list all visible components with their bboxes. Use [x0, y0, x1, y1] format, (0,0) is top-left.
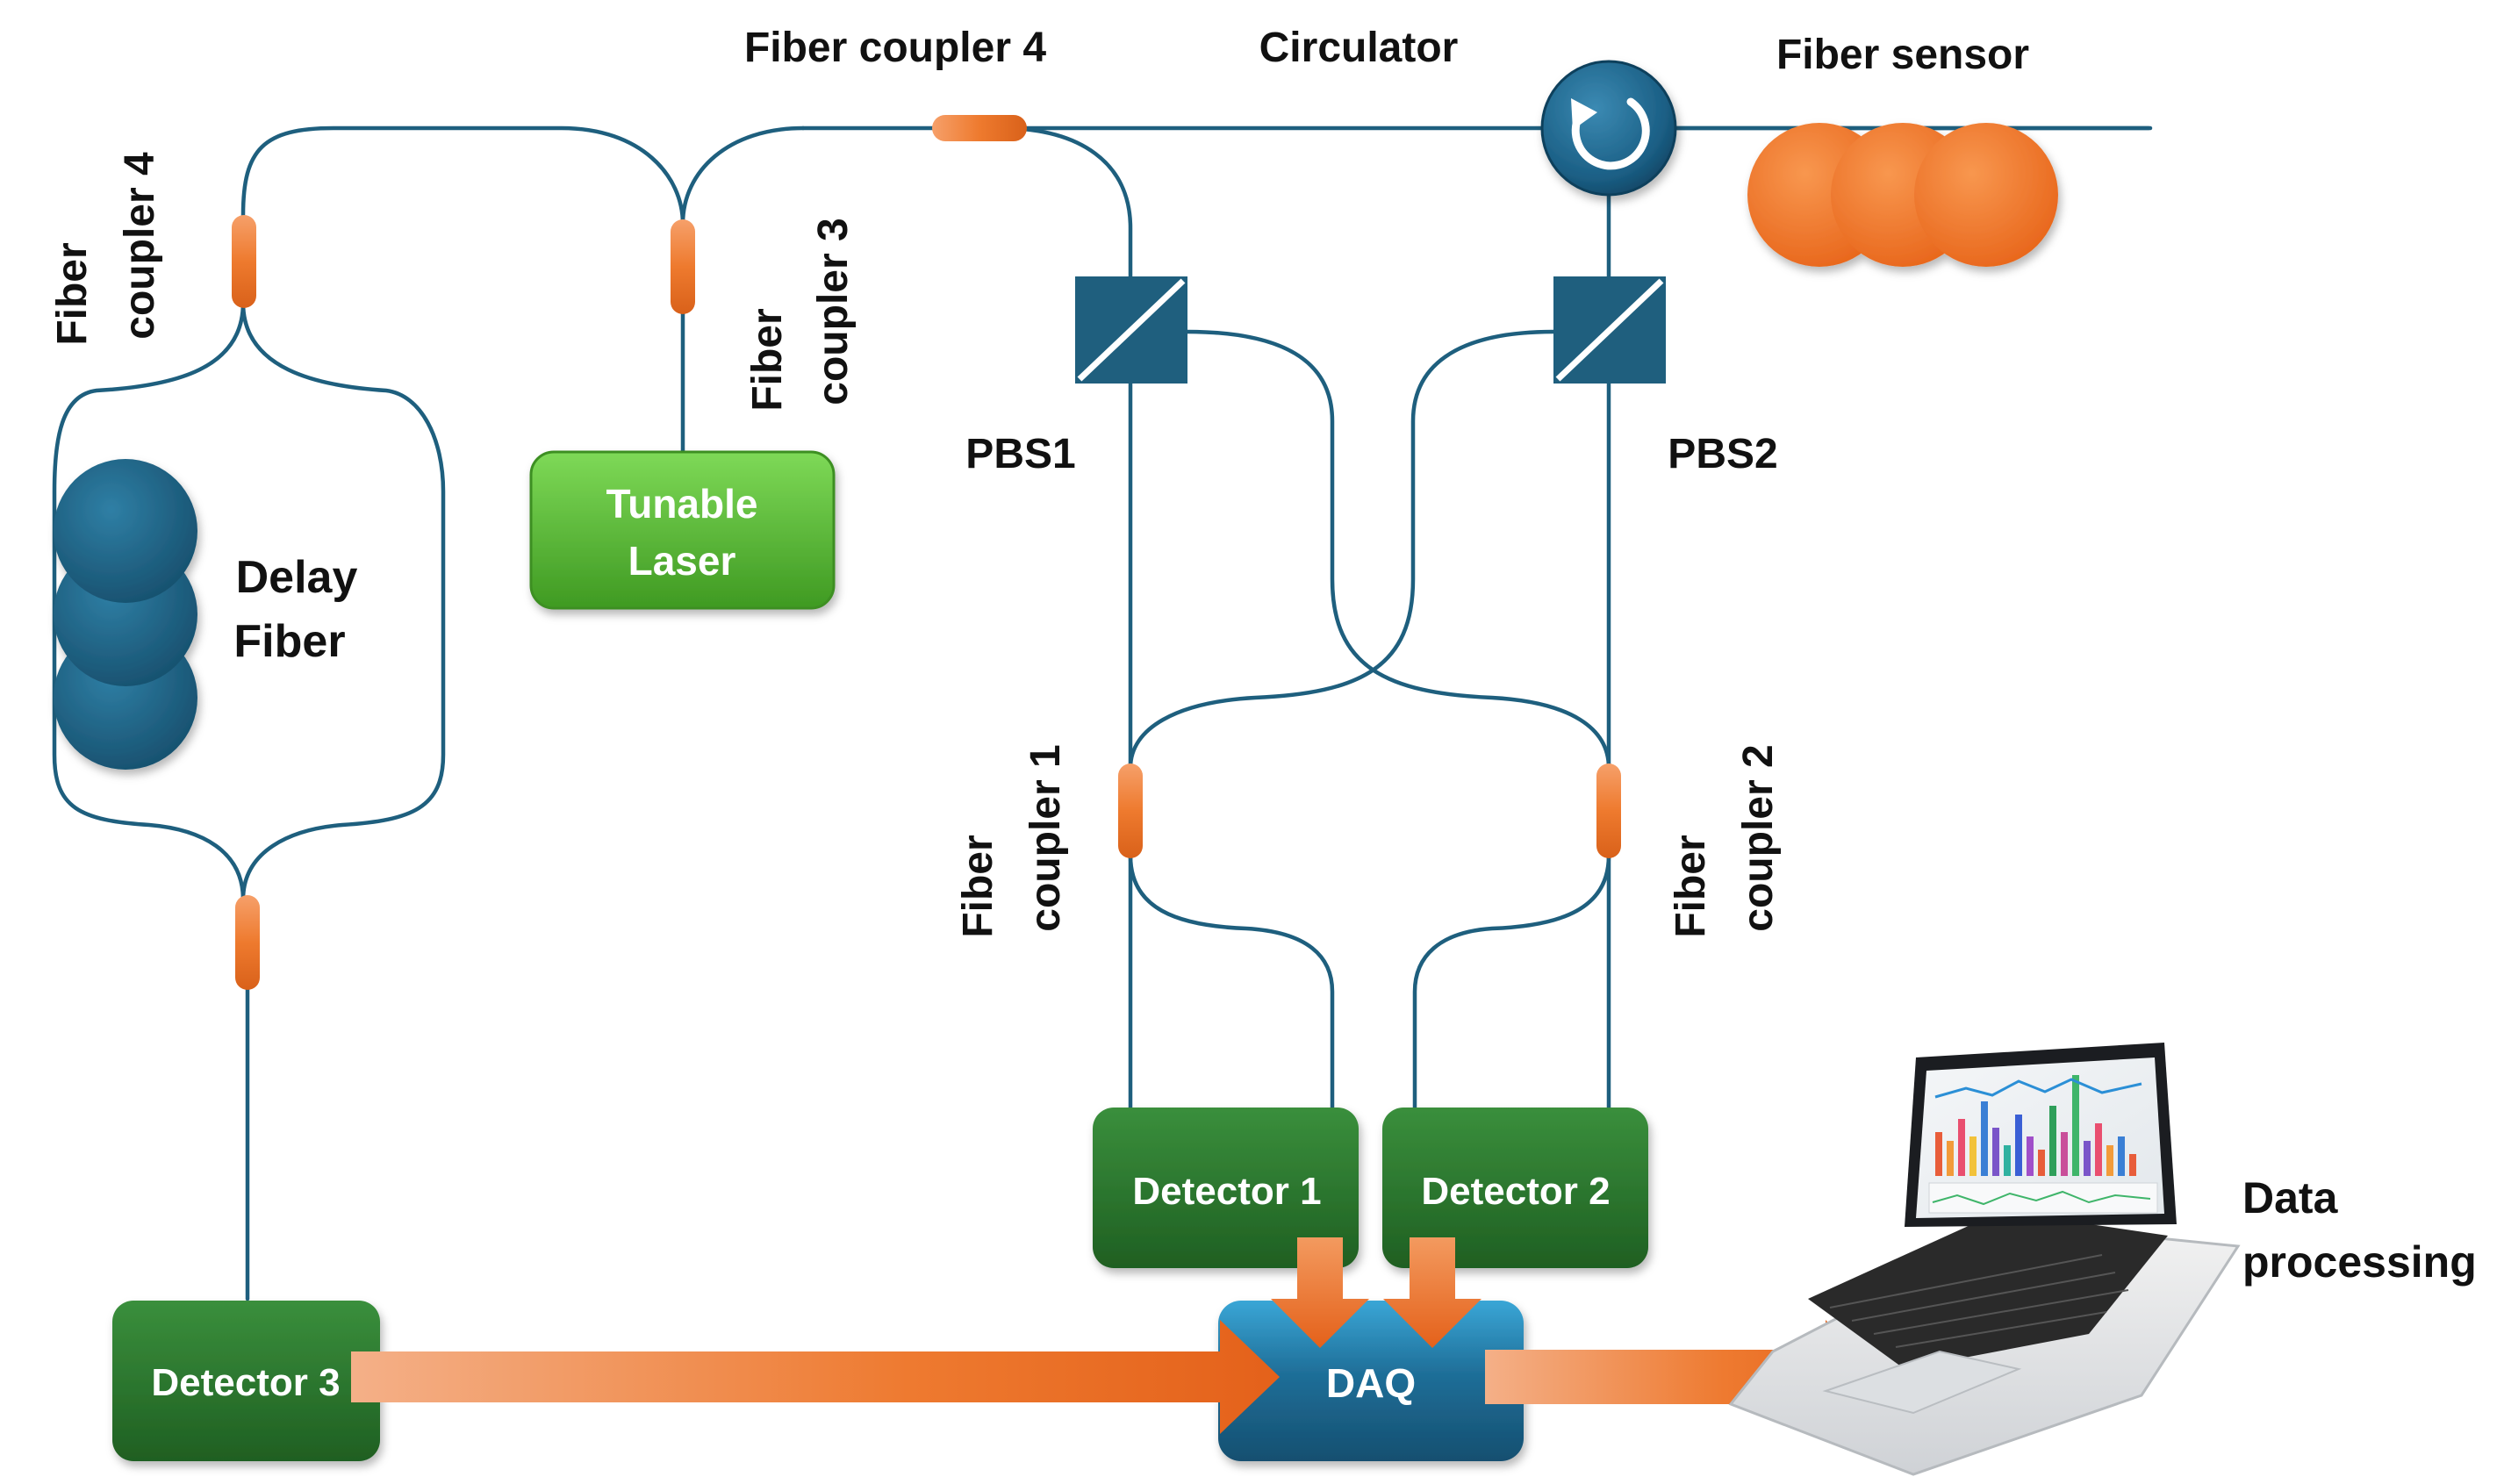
- label-delay-fiber-line1: Delay: [236, 552, 358, 603]
- laptop-icon: [1728, 1043, 2241, 1476]
- detector-2-box: Detector 2: [1382, 1108, 1648, 1268]
- signal-arrows: [351, 1237, 1883, 1434]
- arrow-detector3-to-daq: [351, 1320, 1280, 1434]
- label-fiber-coupler-3-line2: coupler 3: [810, 218, 857, 405]
- arrow-detector1-to-daq: [1271, 1237, 1369, 1348]
- label-fiber-coupler-3-line1: Fiber: [744, 308, 791, 411]
- coupler-bottom-left: [235, 895, 260, 990]
- arrow-detector2-to-daq: [1383, 1237, 1481, 1348]
- label-fiber-coupler-2-line1: Fiber: [1668, 835, 1714, 937]
- label-fiber-coupler-1-line2: coupler 1: [1022, 744, 1069, 931]
- diagram-labels: Fiber coupler 4 Circulator Fiber sensor …: [49, 25, 2477, 1287]
- coupler-4-top: [932, 115, 1027, 141]
- label-fiber-coupler-2-line2: coupler 2: [1735, 744, 1782, 931]
- fiber-coupler2-to-det2-b: [1412, 853, 1611, 1113]
- detector-1-box: Detector 1: [1093, 1108, 1359, 1268]
- coupler-3: [671, 219, 695, 314]
- daq-label: DAQ: [1326, 1360, 1416, 1406]
- label-delay-fiber-line2: Fiber: [233, 616, 345, 667]
- detector-2-label: Detector 2: [1421, 1170, 1610, 1213]
- label-fiber-coupler-4-top: Fiber coupler 4: [744, 25, 1046, 71]
- detector-1-label: Detector 1: [1132, 1170, 1321, 1213]
- coupler-1: [1118, 764, 1143, 858]
- fiber-pbs2-cross: [1128, 329, 1556, 771]
- circulator-icon: [1540, 60, 1677, 197]
- label-fiber-coupler-4-left-line1: Fiber: [49, 242, 96, 345]
- arrow-daq-to-laptop: [1485, 1320, 1883, 1434]
- label-fiber-coupler-4-left-line2: coupler 4: [117, 152, 163, 340]
- laptop-screen-chart: [1928, 1075, 2158, 1214]
- label-fiber-coupler-1-line1: Fiber: [955, 835, 1001, 937]
- fiber-sensor-icon: [1747, 123, 2058, 267]
- daq-box: DAQ: [1218, 1301, 1524, 1461]
- tunable-laser-box: Tunable Laser: [529, 450, 836, 610]
- detector-3-label: Detector 3: [151, 1361, 340, 1404]
- fiber-delay-loop-left: [52, 300, 246, 902]
- fiber-left-bridge: [240, 125, 685, 226]
- detector-3-box: Detector 3: [112, 1301, 380, 1461]
- tunable-laser-label-2: Laser: [628, 538, 736, 584]
- fiber-coupler3-to-bus: [680, 125, 806, 226]
- label-data-processing-line1: Data: [2242, 1173, 2339, 1222]
- label-pbs1: PBS1: [965, 431, 1075, 477]
- label-circulator: Circulator: [1259, 25, 1459, 71]
- fiber-coupler1-to-det1-b: [1128, 853, 1335, 1113]
- pbs1-cube: [1075, 276, 1187, 384]
- fiber-couplers: [232, 115, 1621, 990]
- coupler-4-left: [232, 215, 256, 308]
- label-pbs2: PBS2: [1668, 431, 1777, 477]
- label-fiber-sensor: Fiber sensor: [1776, 32, 2029, 78]
- pbs2-cube: [1553, 276, 1666, 384]
- tunable-laser-label-1: Tunable: [606, 481, 758, 527]
- coupler-2: [1596, 764, 1621, 858]
- fiber-delay-loop-right: [240, 300, 446, 902]
- fiber-coupler4-to-pbs1: [998, 125, 1133, 279]
- fiber-pbs1-cross: [1184, 329, 1611, 771]
- delay-fiber-spool-icon: [54, 459, 197, 770]
- label-data-processing-line2: processing: [2242, 1237, 2477, 1287]
